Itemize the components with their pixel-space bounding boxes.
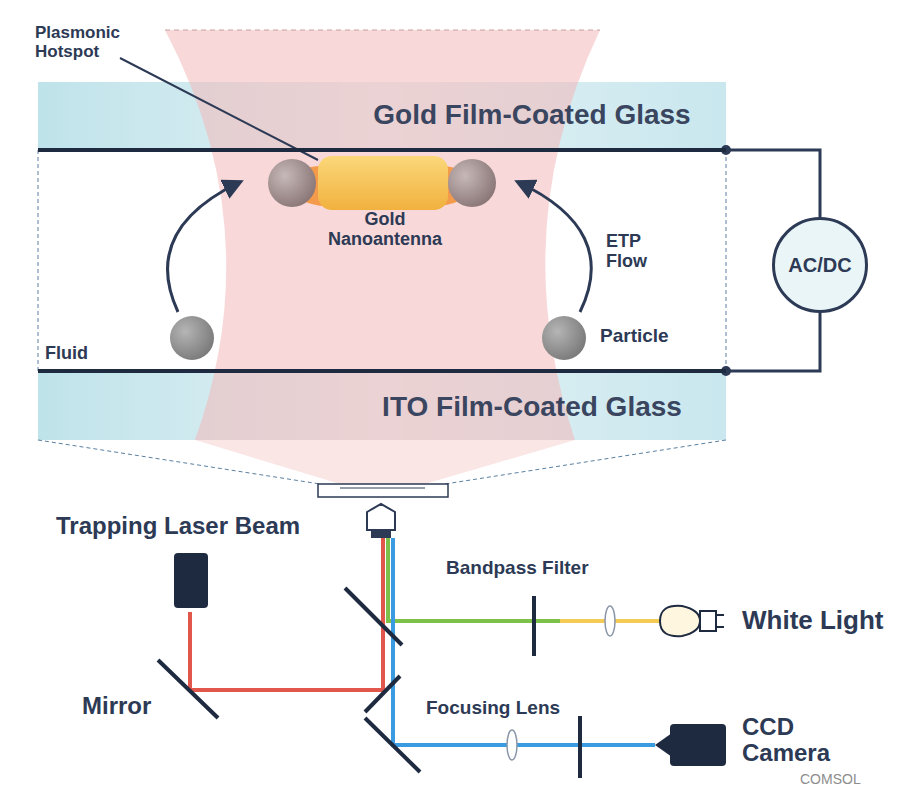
part-label: Particle <box>600 326 669 347</box>
part-label: Mirror <box>82 693 151 719</box>
part-label: Plasmonic Hotspot <box>35 24 165 61</box>
glass-band: Gold Film-Coated Glass <box>38 82 726 152</box>
part-label: ETP Flow <box>606 232 676 272</box>
glass-band: ITO Film-Coated Glass <box>38 369 726 440</box>
node-text: ITO Film-Coated Glass <box>382 391 682 423</box>
power-source-circle: AC/DC <box>772 217 868 313</box>
part-label: Focusing Lens <box>426 698 560 719</box>
wire <box>726 150 820 217</box>
part-label: White Light <box>742 606 884 635</box>
part-label: Trapping Laser Beam <box>56 513 300 539</box>
node-text: AC/DC <box>788 254 851 277</box>
wire <box>726 313 820 371</box>
part-label: Gold Nanoantenna <box>320 210 450 250</box>
part-label: Bandpass Filter <box>446 558 589 579</box>
node-text: Gold Film-Coated Glass <box>373 99 690 131</box>
part-label: Fluid <box>45 344 88 364</box>
watermark: COMSOL <box>800 772 861 787</box>
part-label: CCD Camera <box>742 714 852 767</box>
